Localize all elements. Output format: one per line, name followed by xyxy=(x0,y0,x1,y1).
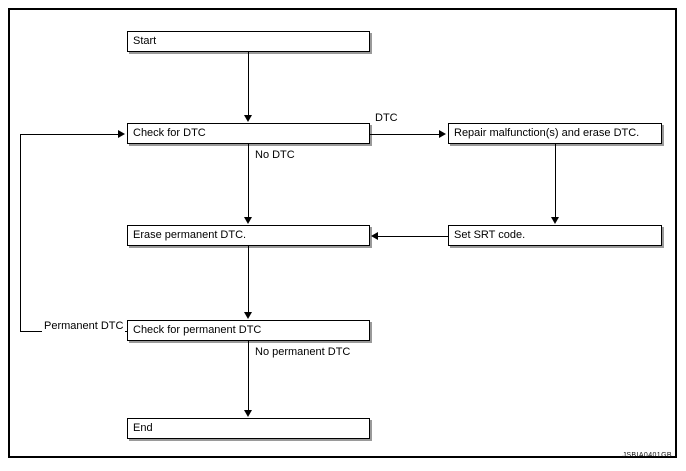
edge-label-permanent-dtc: Permanent DTC xyxy=(42,320,126,332)
diagram-frame: Start Check for DTC Repair malfunction(s… xyxy=(8,8,677,458)
arrowhead-into-repair xyxy=(439,130,446,138)
edge-repair-to-set-srt xyxy=(555,144,556,218)
node-repair-malfunctions: Repair malfunction(s) and erase DTC. xyxy=(448,123,662,144)
edge-erase-permanent-to-check-permanent xyxy=(248,246,249,313)
arrowhead-into-end xyxy=(244,410,252,417)
node-set-srt-code: Set SRT code. xyxy=(448,225,662,246)
node-erase-permanent-dtc: Erase permanent DTC. xyxy=(127,225,370,246)
edge-permanent-dtc-loop-left xyxy=(20,134,21,332)
node-check-for-dtc: Check for DTC xyxy=(127,123,370,144)
edge-label-no-dtc: No DTC xyxy=(253,149,297,161)
edge-label-no-permanent-dtc: No permanent DTC xyxy=(253,346,353,358)
arrowhead-into-set-srt xyxy=(551,217,559,224)
node-check-for-permanent-dtc: Check for permanent DTC xyxy=(127,320,370,341)
edge-check-dtc-to-erase-permanent xyxy=(248,144,249,218)
figure-code: JSBIA0401GB xyxy=(622,452,672,459)
edge-label-dtc: DTC xyxy=(373,112,400,124)
arrowhead-into-check-permanent xyxy=(244,312,252,319)
node-end: End xyxy=(127,418,370,439)
arrowhead-into-erase-permanent xyxy=(244,217,252,224)
edge-permanent-dtc-loop-top xyxy=(20,134,119,135)
edge-set-srt-to-erase-permanent xyxy=(378,236,448,237)
arrowhead-into-erase-permanent-right-side xyxy=(371,232,378,240)
arrowhead-into-check-dtc-from-loop xyxy=(118,130,125,138)
edge-check-dtc-to-repair xyxy=(370,134,440,135)
node-start: Start xyxy=(127,31,370,52)
edge-check-permanent-to-end xyxy=(248,341,249,411)
arrowhead-into-check-dtc xyxy=(244,115,252,122)
edge-start-to-check-dtc xyxy=(248,52,249,116)
